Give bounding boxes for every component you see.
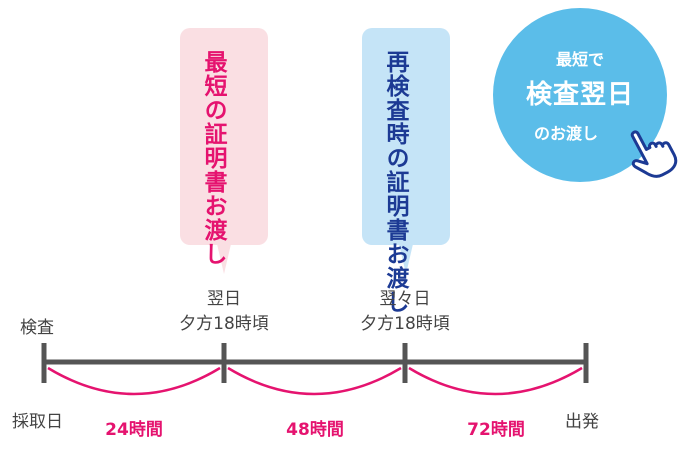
badge-line-2: 検査翌日 (525, 80, 634, 110)
retest-certificate-bubble (362, 28, 450, 245)
label-next-day-time: 夕方18時頃 (179, 314, 269, 334)
hand-pointer-icon (630, 130, 678, 178)
blue-bubble-tail (399, 244, 413, 274)
label-day-after-next-time: 夕方18時頃 (360, 314, 450, 334)
interval-label-24h: 24時間 (105, 420, 163, 440)
interval-arc-72h (408, 366, 583, 396)
shortest-certificate-text: 最短の証明書お渡し (200, 50, 226, 266)
label-sampling-day: 採取日 (12, 412, 63, 432)
label-departure: 出発 (565, 412, 599, 432)
next-day-delivery-badge: 最短で 検査翌日 のお渡し (493, 8, 667, 182)
badge-line-3: のお渡し (533, 124, 598, 143)
label-test: 検査 (20, 318, 54, 338)
retest-certificate-text: 再検査時の証明書お渡し (382, 50, 408, 314)
interval-arc-24h (47, 366, 221, 396)
shortest-certificate-bubble (180, 28, 268, 245)
label-next-day: 翌日 (207, 289, 241, 309)
interval-arc-48h (227, 366, 402, 396)
pink-bubble-tail (217, 244, 231, 274)
interval-label-72h: 72時間 (467, 420, 525, 440)
badge-line-1: 最短で (555, 50, 604, 69)
label-day-after-next: 翌々日 (379, 289, 431, 309)
interval-label-48h: 48時間 (286, 420, 344, 440)
